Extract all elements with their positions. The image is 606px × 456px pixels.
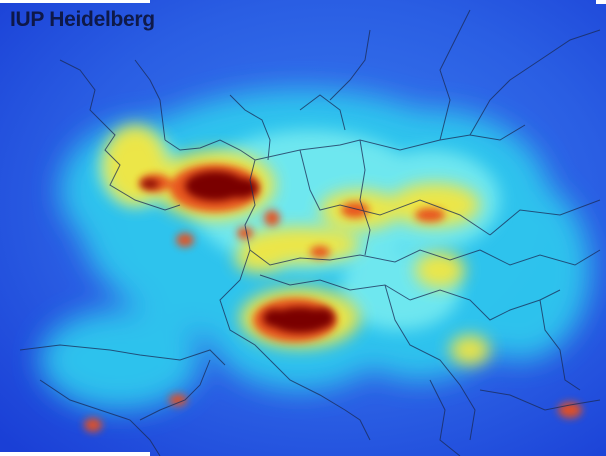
bottom-left-corner [0,452,150,456]
country-borders [19,9,601,456]
top-left-strip [0,0,150,3]
very-high-level-regions [141,171,334,333]
top-right-corner [596,0,606,4]
